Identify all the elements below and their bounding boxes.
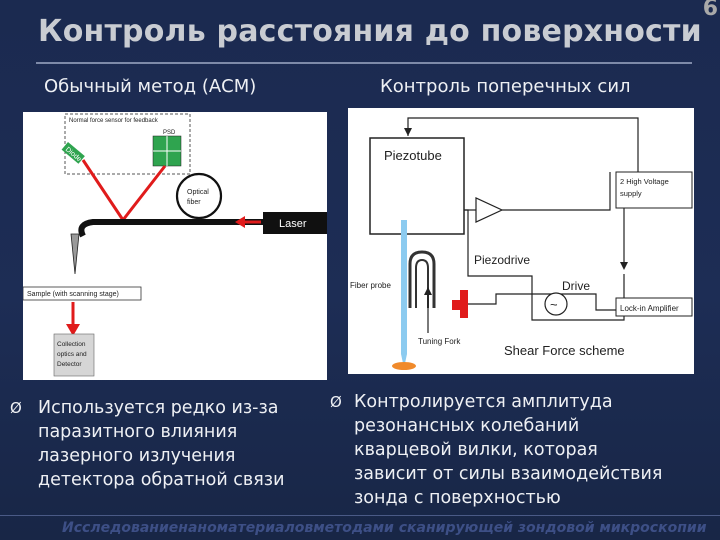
- footer-text: Исследованиенаноматериаловметодами скани…: [62, 520, 707, 536]
- laser-arrow: [235, 216, 245, 228]
- psd-detector: [152, 135, 182, 167]
- bullet-text: Контролируется амплитуда резонансных кол…: [354, 392, 663, 508]
- svg-text:Collection: Collection: [57, 341, 86, 348]
- tuning-fork: [408, 250, 436, 308]
- piezodrive-label: Piezodrive: [474, 253, 530, 267]
- sensor-label: Normal force sensor for feedback: [69, 118, 159, 124]
- bullet-arrow-icon: Ø: [10, 399, 22, 417]
- laser-label: Laser: [279, 218, 307, 230]
- laser-beam: [81, 159, 167, 223]
- generator-icon: [544, 292, 568, 316]
- collection-box: [53, 333, 95, 377]
- svg-text:Detector: Detector: [57, 361, 82, 368]
- sensor-box: [64, 113, 191, 175]
- svg-text:2 High Voltage: 2 High Voltage: [620, 177, 669, 186]
- afm-diagram: Normal force sensor for feedback Diode P…: [23, 112, 327, 380]
- hv-supply-box: [615, 171, 693, 209]
- lock-in-label: Lock-in Amplifier: [620, 304, 679, 313]
- tuning-fork-label: Tuning Fork: [418, 337, 461, 346]
- svg-text:optics and: optics and: [57, 351, 87, 358]
- svg-text:supply: supply: [620, 189, 642, 198]
- bullet-afm-drawback: Ø Используется редко из-за паразитного в…: [10, 396, 330, 492]
- drive-label: Drive: [562, 279, 590, 293]
- piezotube-box: [369, 137, 465, 235]
- laser-box: [263, 212, 327, 234]
- fiber-label-2: fiber: [187, 199, 201, 206]
- subtitle-shear-force: Контроль поперечных сил: [380, 76, 631, 97]
- subtitle-afm-method: Обычный метод (АСМ): [44, 76, 257, 97]
- afm-tip: [70, 233, 80, 275]
- scheme-label: Shear Force scheme: [504, 343, 625, 358]
- fiber-label-1: Optical: [187, 189, 209, 196]
- piezotube-label: Piezotube: [384, 148, 442, 163]
- fiber-probe-label: Fiber probe: [350, 281, 391, 290]
- bullet-text: Используется редко из-за паразитного вли…: [38, 398, 285, 490]
- sample-box: [23, 286, 142, 301]
- bullet-arrow-icon: Ø: [330, 393, 342, 411]
- sample-label: Sample (with scanning stage): [27, 291, 119, 298]
- piezodrive-block: [460, 290, 468, 318]
- amplifier-icon: [475, 197, 504, 223]
- footer-divider: [0, 515, 720, 516]
- lock-in-box: [615, 297, 693, 317]
- cantilever: [78, 219, 263, 238]
- wire-top: [407, 117, 639, 172]
- shear-force-diagram: Piezotube 2 High Voltage supply Piezodri…: [348, 108, 694, 374]
- psd-label: PSD: [163, 130, 176, 136]
- title-divider: [36, 62, 692, 64]
- optical-fiber-loop: [175, 172, 223, 220]
- slide-title: Контроль расстояния до поверхности: [38, 14, 702, 49]
- bullet-shear-force: Ø Контролируется амплитуда резонансных к…: [330, 390, 710, 510]
- sample-surface: [392, 362, 416, 370]
- generator-symbol: ~: [550, 297, 558, 312]
- slide-number: 6: [702, 0, 718, 21]
